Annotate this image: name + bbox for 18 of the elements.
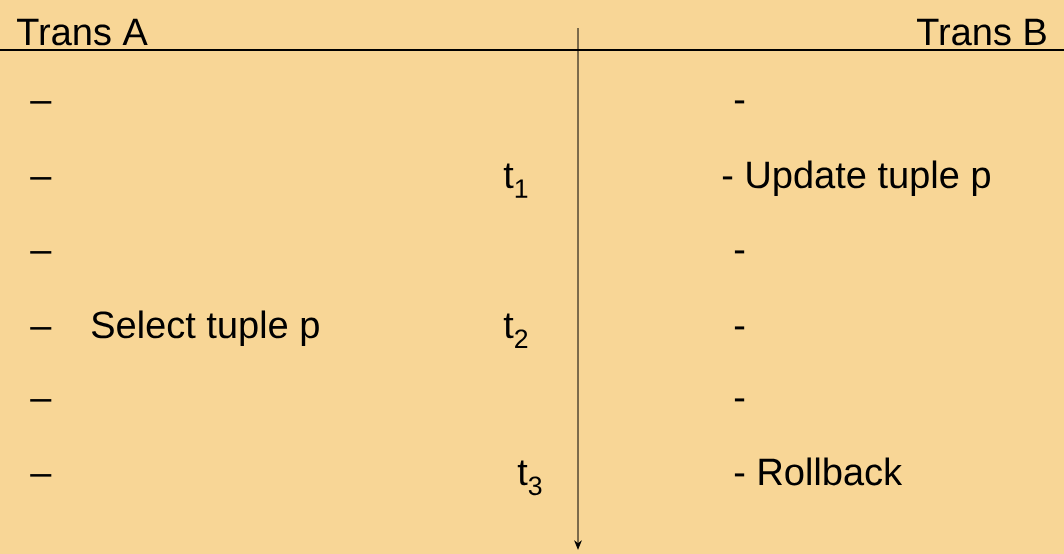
dash: – (30, 399, 52, 402)
time-label: t$_{3}$ (517, 460, 542, 496)
step-text: - Rollback (734, 457, 903, 486)
dash: – (30, 327, 52, 330)
dash: - (734, 250, 745, 254)
column-heading: Trans B (917, 18, 1046, 46)
time-label: t$_{2}$ (503, 313, 528, 348)
dash: - (734, 100, 745, 104)
dash: – (30, 177, 52, 180)
dash: – (30, 251, 52, 254)
step-text: Select tuple p (91, 310, 319, 346)
dash: - (734, 326, 745, 330)
step-text: - Update tuple p (722, 160, 990, 196)
time-label: t$_{1}$ (503, 163, 528, 198)
dash: – (30, 101, 52, 104)
dash: - (734, 398, 745, 402)
dash: – (30, 474, 52, 477)
column-heading: Trans A (17, 18, 148, 46)
